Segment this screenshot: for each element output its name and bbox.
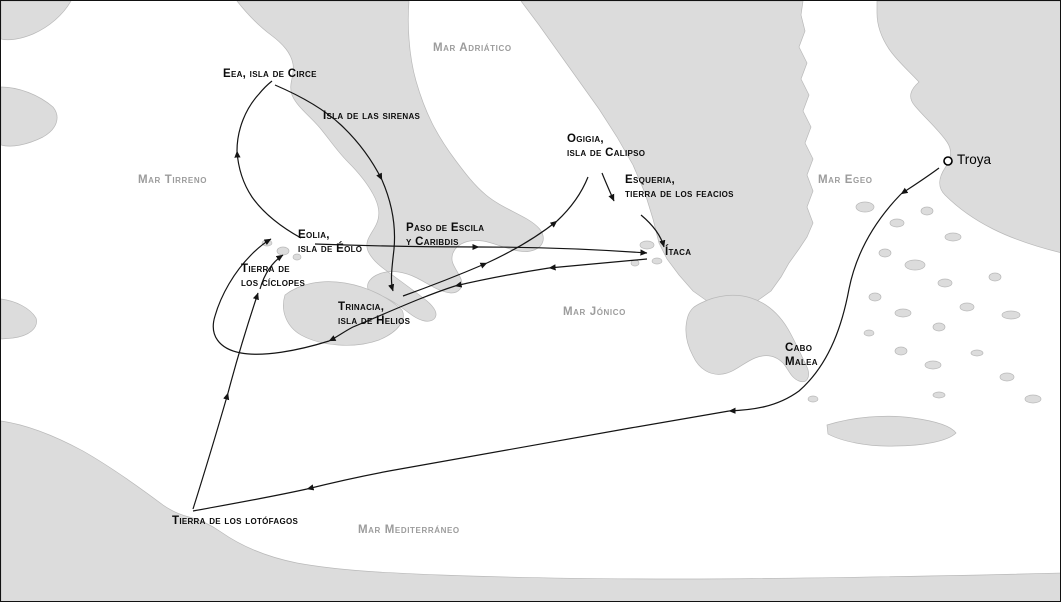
route-segment bbox=[478, 246, 648, 256]
route-segment bbox=[234, 150, 302, 239]
place-label-eea: Eea, isla de Circe bbox=[223, 68, 317, 80]
route-segment bbox=[328, 285, 456, 342]
route-segment bbox=[381, 179, 396, 292]
land-north-africa bbox=[1, 420, 1060, 601]
route-path bbox=[192, 80, 940, 512]
place-label-sirenas: Isla de las sirenas bbox=[323, 110, 421, 122]
route-segment bbox=[259, 254, 284, 290]
place-label-eolia: Eolia, isla de Éolo bbox=[298, 229, 363, 256]
place-label-troya: Troya bbox=[957, 152, 992, 167]
sea-label-mediterraneo: Mar Mediterráneo bbox=[358, 524, 460, 536]
ionian-islands bbox=[630, 240, 663, 267]
place-label-lotofagos: Tierra de los lotófagos bbox=[172, 515, 299, 527]
route-segment bbox=[402, 262, 488, 297]
land-sicily bbox=[283, 281, 404, 346]
route-segment bbox=[454, 267, 550, 288]
route-segment bbox=[900, 167, 940, 195]
route-segment bbox=[236, 80, 273, 152]
aegean-islands bbox=[807, 201, 1042, 404]
land-sardinia bbox=[1, 86, 58, 147]
route-segment bbox=[192, 488, 308, 512]
land-top-left bbox=[1, 1, 72, 41]
route-segment bbox=[556, 176, 589, 222]
land-left-lower bbox=[1, 298, 37, 340]
sea-label-tirreno: Mar Tirreno bbox=[138, 174, 208, 186]
land-anatolia bbox=[876, 1, 1060, 253]
route-segment bbox=[640, 214, 666, 248]
place-label-esqueria: Esqueria, tierra de los feacios bbox=[625, 174, 734, 201]
troya-town-marker bbox=[943, 156, 953, 166]
land-crete bbox=[826, 415, 957, 447]
place-label-trinacia: Trinacia, isla de Helios bbox=[338, 301, 411, 328]
sea-label-jonico: Mar Jónico bbox=[563, 306, 626, 318]
route-segment bbox=[212, 238, 330, 355]
route-segment bbox=[486, 220, 558, 264]
route-segment bbox=[601, 172, 615, 202]
place-label-ciclopes: Tierra de los cíclopes bbox=[241, 263, 306, 290]
route-segment bbox=[274, 84, 383, 181]
route-segment bbox=[192, 392, 230, 510]
sea-label-adriatico: Mar Adriático bbox=[433, 42, 512, 54]
route-segment bbox=[548, 258, 648, 271]
route-segment bbox=[227, 292, 259, 394]
place-label-ogigia: Ogigia, isla de Calipso bbox=[567, 133, 646, 160]
route-segment bbox=[306, 410, 730, 491]
place-label-malea: Cabo Malea bbox=[785, 342, 818, 369]
place-label-escila: Paso de Escila y Caribdis bbox=[406, 222, 485, 249]
land-peloponnese bbox=[685, 294, 809, 383]
aeolian-islands bbox=[261, 239, 302, 261]
place-label-itaca: Ítaca bbox=[665, 246, 692, 258]
land-italy bbox=[236, 1, 544, 322]
land-balkans-greece bbox=[520, 1, 814, 308]
route-segment bbox=[314, 243, 480, 251]
route-segment bbox=[728, 193, 902, 414]
sea-label-egeo: Mar Egeo bbox=[818, 174, 873, 186]
